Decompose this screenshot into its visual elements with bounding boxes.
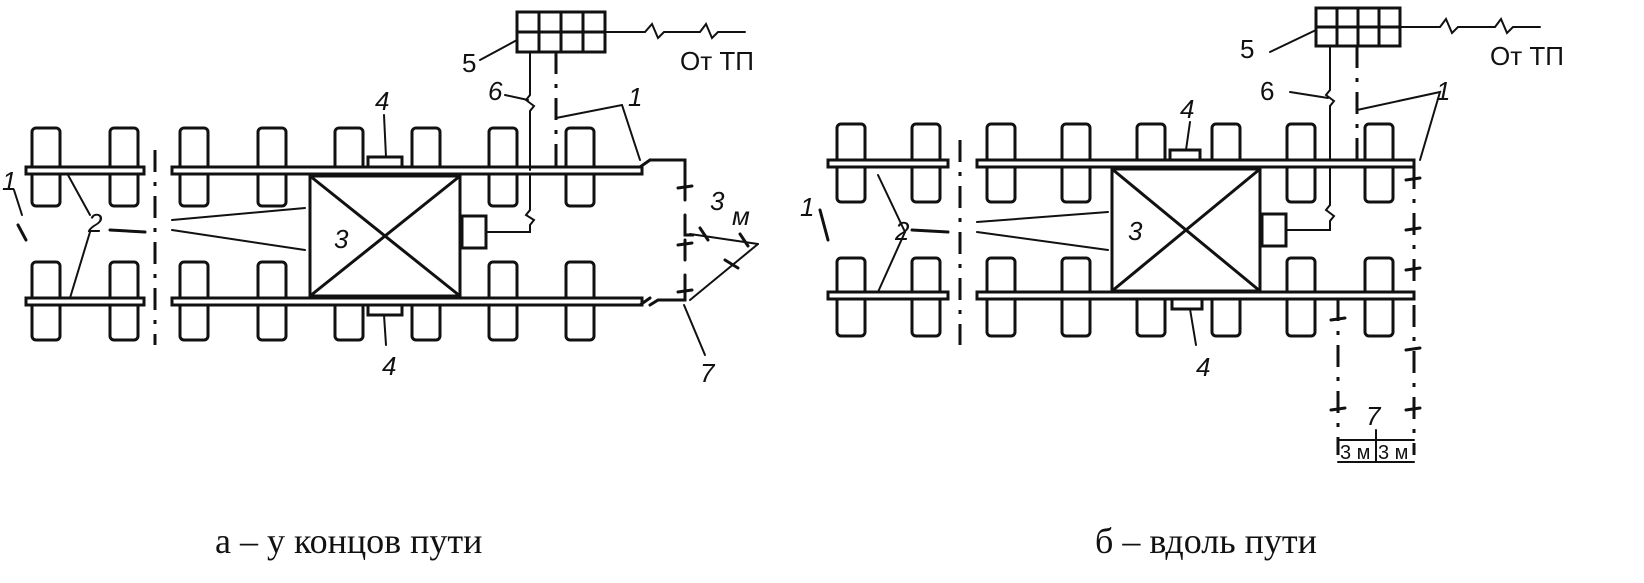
diagram-a-marker-7: 7 [700, 358, 716, 388]
diagram-b-marker-3: 3 [1128, 216, 1143, 246]
diagram-b-bond-top [1168, 148, 1202, 162]
diagram-a-bond-top [366, 155, 404, 169]
diagram-a-bond-bottom [366, 303, 404, 317]
diagram-a-caption: а – у концов пути [215, 521, 482, 561]
diagram-b-marker-5: 5 [1240, 34, 1254, 64]
diagram-b [818, 6, 1541, 463]
diagram-a-marker-4-bottom: 4 [382, 351, 396, 381]
diagram-a-source-label: От ТП [680, 46, 754, 76]
diagram-a-marker-5: 5 [462, 48, 476, 78]
diagram-b-fence [1329, 167, 1422, 463]
diagram-a-marker-4-top: 4 [375, 86, 389, 116]
diagram-b-supply-cable [1399, 17, 1541, 35]
diagram-a [13, 10, 759, 356]
diagram-b-marker-7: 7 [1366, 401, 1382, 431]
diagram-a-cable-6 [524, 51, 536, 171]
diagram-a-cabinet [515, 10, 607, 54]
diagram-a-marker-1-right: 1 [628, 82, 642, 112]
diagram-b-marker-6: 6 [1260, 76, 1274, 106]
diagram-b-cabinet [1314, 6, 1402, 48]
diagram-b-junction-box [1260, 212, 1288, 248]
diagram-a-marker-3: 3 [334, 224, 349, 254]
diagram-b-caption: б – вдоль пути [1095, 521, 1317, 561]
diagram-b-source-label: От ТП [1490, 41, 1564, 71]
diagram-a-marker-6: 6 [488, 76, 503, 106]
diagram-b-cable-6 [1324, 45, 1336, 161]
diagram-a-junction-box [460, 214, 488, 250]
diagram-b-dimension-2: 3 м [1378, 442, 1408, 464]
diagram-a-supply-cable [604, 22, 746, 40]
diagram-b-marker-2: 2 [894, 216, 910, 246]
diagram-b-bond-bottom [1170, 297, 1204, 311]
diagram-b-marker-4-top: 4 [1180, 94, 1194, 124]
diagram-b-marker-4-bottom: 4 [1196, 352, 1210, 382]
diagram-a-heater-plate [308, 174, 462, 298]
diagram-b-marker-1-left: 1 [800, 192, 814, 222]
diagram-a-marker-2: 2 [87, 208, 103, 238]
diagram-a-marker-3-distance: 3 [710, 186, 725, 216]
diagram-b-marker-1-right: 1 [1436, 76, 1450, 106]
diagram-a-rails [24, 165, 644, 307]
diagram-b-heater-plate [1110, 167, 1262, 293]
diagram-a-unit-m: м [732, 201, 750, 231]
diagram-a-marker-1-left: 1 [2, 166, 16, 196]
diagram-b-dimension-1: 3 м [1340, 442, 1370, 464]
diagram-a-fence [648, 158, 759, 356]
